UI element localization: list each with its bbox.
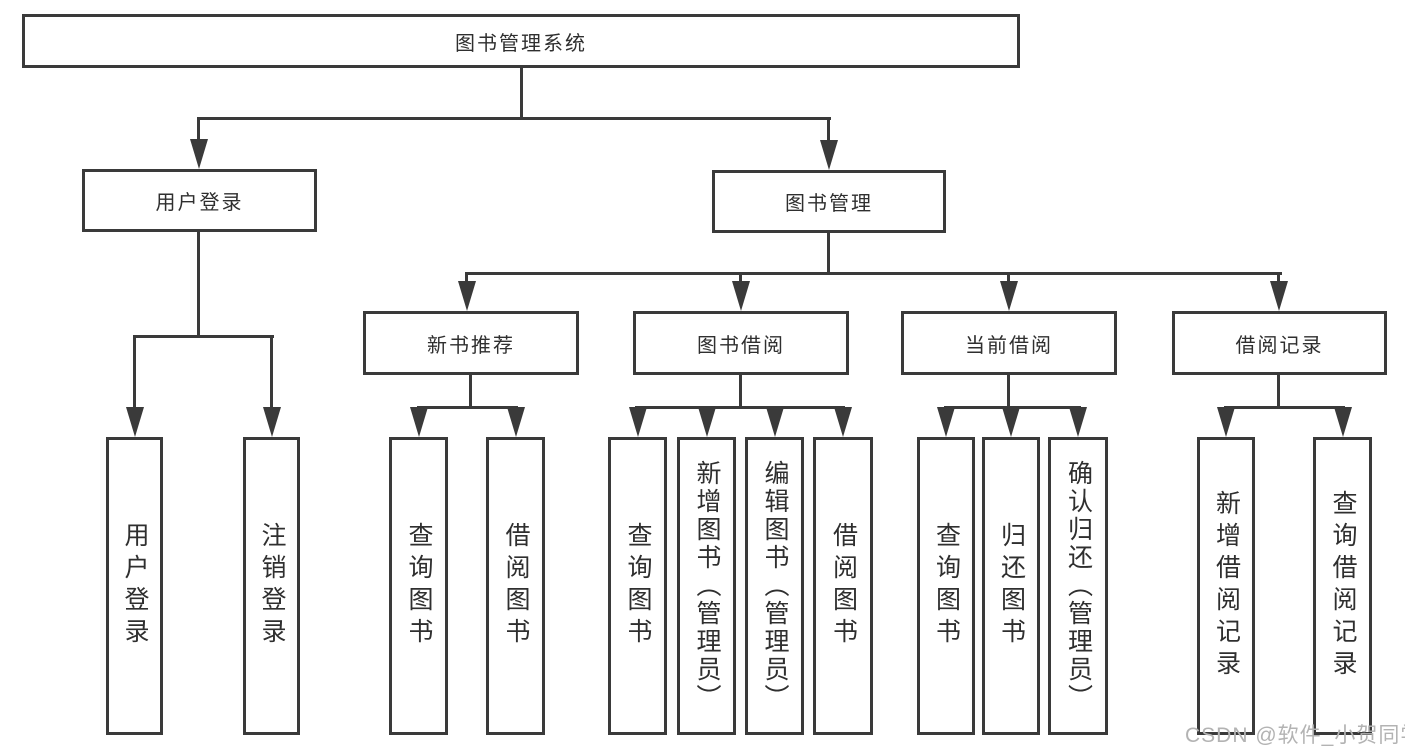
arrow-down-icon (732, 281, 750, 311)
leaf-label: 用户登录 (121, 522, 149, 650)
connector-split (1224, 406, 1345, 409)
arrow-down-icon (766, 407, 784, 437)
leaf-node: 借阅图书 (813, 437, 873, 735)
leaf-node: 新增图书（管理员） (677, 437, 736, 735)
leaf-node: 注销登录 (243, 437, 300, 735)
node-label: 当前借阅 (965, 334, 1053, 357)
leaf-node: 归还图书 (982, 437, 1040, 735)
leaf-label: 查询借阅记录 (1329, 490, 1357, 682)
node-root: 图书管理系统 (22, 14, 1020, 68)
connector-stem (739, 374, 742, 408)
arrow-down-icon (698, 407, 716, 437)
leaf-node: 查询图书 (389, 437, 448, 735)
arrow-down-icon (1069, 407, 1087, 437)
connector-stem (270, 335, 273, 409)
connector-stem (1007, 272, 1010, 284)
connector-root-split (197, 117, 831, 120)
arrow-down-icon (507, 407, 525, 437)
arrow-down-icon (263, 407, 281, 437)
leaf-node: 用户登录 (106, 437, 163, 735)
node-label: 用户登录 (155, 192, 244, 214)
arrow-down-icon (458, 281, 476, 311)
node-label: 图书借阅 (697, 334, 785, 357)
node-label: 图书管理 (785, 193, 873, 215)
connector-book-mgmt-split (465, 272, 1282, 275)
arrow-down-icon (1334, 407, 1352, 437)
arrow-down-icon (1000, 281, 1018, 311)
leaf-node: 新增借阅记录 (1197, 437, 1255, 735)
connector-split (635, 406, 845, 409)
arrow-down-icon (1002, 407, 1020, 437)
connector-stem (465, 272, 468, 284)
arrow-down-icon (834, 407, 852, 437)
leaf-label: 新增图书（管理员） (693, 460, 721, 712)
arrow-down-icon (190, 139, 208, 169)
arrow-down-icon (126, 407, 144, 437)
connector-stem (1277, 272, 1280, 284)
leaf-label: 借阅图书 (502, 522, 530, 650)
node-current-borrow: 当前借阅 (901, 311, 1117, 375)
node-new-book-recommend: 新书推荐 (363, 311, 579, 375)
leaf-label: 注销登录 (258, 522, 286, 650)
node-user-login: 用户登录 (82, 169, 317, 232)
connector-stem (469, 374, 472, 408)
arrow-down-icon (629, 407, 647, 437)
connector-book-mgmt-stem (827, 232, 830, 274)
node-book-management: 图书管理 (712, 170, 946, 233)
arrow-down-icon (820, 140, 838, 170)
connector-root-stem (520, 67, 523, 118)
leaf-node: 编辑图书（管理员） (745, 437, 804, 735)
node-label: 新书推荐 (427, 334, 515, 357)
node-book-borrow: 图书借阅 (633, 311, 849, 375)
connector-user-login-split (133, 335, 274, 338)
leaf-label: 归还图书 (997, 522, 1026, 650)
arrow-down-icon (1270, 281, 1288, 311)
connector-stem (1277, 374, 1280, 408)
leaf-label: 确认归还（管理员） (1064, 460, 1093, 712)
leaf-node: 查询图书 (608, 437, 667, 735)
leaf-label: 查询图书 (405, 522, 433, 650)
leaf-node: 查询借阅记录 (1313, 437, 1372, 735)
leaf-node: 借阅图书 (486, 437, 545, 735)
node-label: 借阅记录 (1235, 334, 1324, 357)
arrow-down-icon (1217, 407, 1235, 437)
leaf-label: 查询图书 (624, 522, 652, 650)
leaf-label: 查询图书 (932, 522, 961, 650)
connector-stem (197, 117, 200, 143)
leaf-node: 查询图书 (917, 437, 975, 735)
connector-stem (133, 335, 136, 409)
leaf-label: 编辑图书（管理员） (761, 460, 789, 712)
node-borrow-records: 借阅记录 (1172, 311, 1387, 375)
connector-split (417, 406, 518, 409)
arrow-down-icon (937, 407, 955, 437)
leaf-node: 确认归还（管理员） (1048, 437, 1108, 735)
connector-stem (1007, 374, 1010, 408)
csdn-watermark: CSDN @软件_小贺同学 (1185, 724, 1405, 747)
leaf-label: 新增借阅记录 (1212, 490, 1241, 682)
arrow-down-icon (410, 407, 428, 437)
connector-user-login-stem (197, 231, 200, 337)
leaf-label: 借阅图书 (829, 522, 858, 650)
connector-stem (739, 272, 742, 284)
connector-stem (827, 117, 830, 143)
node-root-label: 图书管理系统 (455, 32, 587, 55)
